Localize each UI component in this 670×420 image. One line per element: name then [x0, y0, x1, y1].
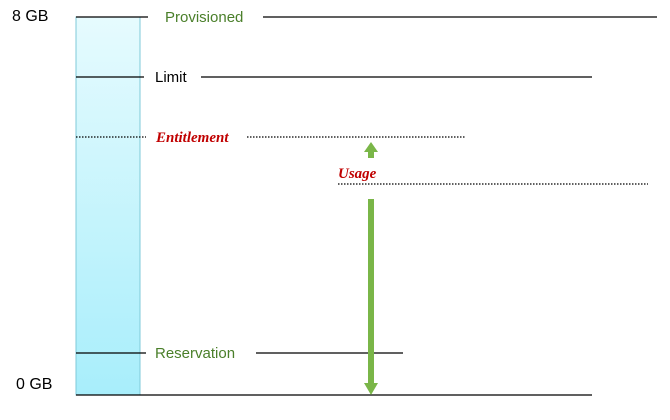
provisioned-label: Provisioned [165, 9, 244, 26]
axis-top-label: 8 GB [12, 8, 49, 25]
entitlement-label: Entitlement [156, 130, 229, 146]
reservation-label: Reservation [155, 345, 236, 362]
axis-bottom-label: 0 GB [16, 376, 53, 393]
limit-label: Limit [155, 69, 187, 86]
memory-bar [75, 16, 141, 396]
usage-arrow-icon [364, 142, 378, 395]
usage-label: Usage [338, 166, 377, 182]
